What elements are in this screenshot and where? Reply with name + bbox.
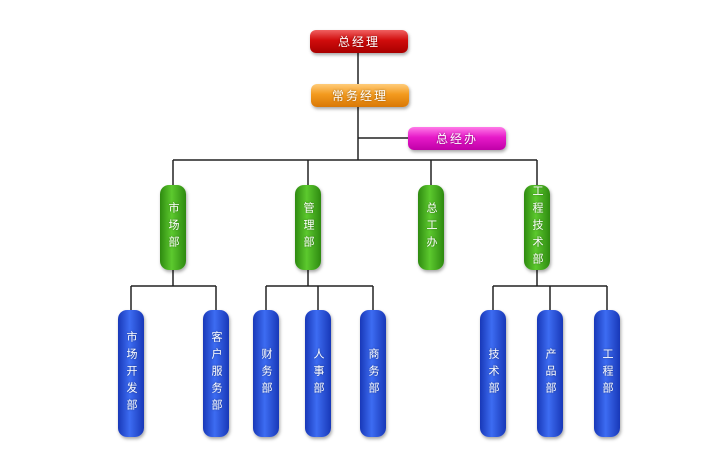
node-executive-manager: 常务经理	[311, 84, 409, 107]
node-gm-office: 总经办	[408, 127, 506, 150]
node-hr: 人事部	[305, 310, 331, 437]
node-market-development: 市场开发部	[118, 310, 144, 437]
node-engineering-tech-dept: 工程技术部	[524, 185, 550, 270]
node-business: 商务部	[360, 310, 386, 437]
node-product: 产品部	[537, 310, 563, 437]
node-finance: 财务部	[253, 310, 279, 437]
node-customer-service: 客户服务部	[203, 310, 229, 437]
node-technology: 技术部	[480, 310, 506, 437]
node-management-dept: 管理部	[295, 185, 321, 270]
node-chief-engineer-office: 总工办	[418, 185, 444, 270]
node-marketing-dept: 市场部	[160, 185, 186, 270]
node-ceo: 总经理	[310, 30, 408, 53]
node-engineering: 工程部	[594, 310, 620, 437]
